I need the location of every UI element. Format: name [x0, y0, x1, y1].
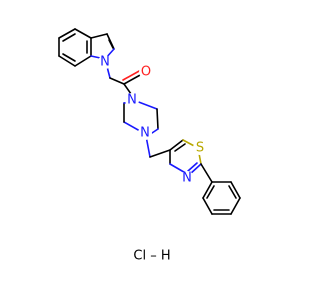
carbonyl-o-label: O — [141, 65, 151, 80]
phenyl-ring — [200, 163, 241, 215]
structure-canvas: N O N N S N Cl – H — [58, 28, 241, 264]
thiazole-s-label: S — [196, 141, 204, 156]
atom-label-piperazine-n2: N — [138, 126, 152, 141]
atom-label-carbonyl-o: O — [139, 65, 153, 80]
piperazine-n1-label: N — [127, 93, 137, 108]
indole-benzene-ring — [58, 28, 92, 67]
atom-label-piperazine-n1: N — [125, 93, 139, 108]
atom-label-thiazole-n: N — [180, 171, 194, 186]
piperazine-n2-label: N — [140, 126, 150, 141]
indole-n-label: N — [100, 55, 110, 70]
atom-label-thiazole-s: S — [193, 141, 207, 156]
salt-label: Cl – H — [133, 249, 170, 264]
thiazole-n-label: N — [182, 171, 192, 186]
atom-label-indole-n: N — [98, 55, 112, 70]
molecule-drawing: N O N N S N Cl – H — [58, 28, 241, 264]
